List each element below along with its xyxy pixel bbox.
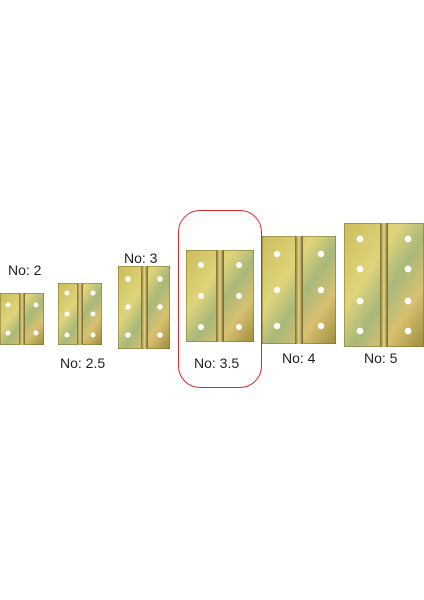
hinge-label-4: No: 4: [282, 350, 316, 366]
hinge-label-2-5: No: 2.5: [60, 355, 106, 371]
hinge-label-2: No: 2: [8, 262, 42, 278]
hinge-no-5-image: [344, 223, 424, 347]
hinge-label-3-5: No: 3.5: [194, 355, 240, 371]
hinge-label-5: No: 5: [364, 350, 398, 366]
hinge-no-3-image: [118, 266, 170, 349]
hinge-no-2-image: [0, 293, 44, 345]
hinge-no-2-5-image: [58, 283, 102, 345]
hinge-no-4-image: [262, 236, 336, 344]
hinge-no-3-5-image: [186, 250, 254, 342]
hinge-label-3: No: 3: [124, 250, 158, 266]
